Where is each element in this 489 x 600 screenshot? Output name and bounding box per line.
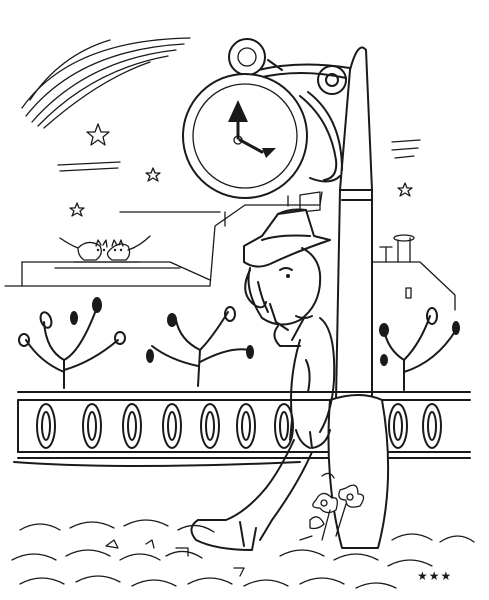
rooftops-icon bbox=[4, 191, 456, 311]
street-clock-icon bbox=[182, 38, 308, 199]
comet-streak-icon bbox=[21, 37, 191, 129]
man-with-hat-icon bbox=[190, 208, 336, 551]
balustrade-icon bbox=[13, 391, 471, 467]
flower-icon bbox=[309, 472, 365, 541]
artist-signature: ★★★ bbox=[417, 569, 453, 583]
cobblestones-icon bbox=[11, 519, 475, 589]
lamp-post-icon bbox=[327, 46, 390, 549]
clock-bracket-icon bbox=[257, 63, 351, 183]
trees-icon bbox=[18, 297, 460, 391]
stars-icon bbox=[57, 123, 421, 217]
two-cats-icon bbox=[59, 235, 151, 263]
